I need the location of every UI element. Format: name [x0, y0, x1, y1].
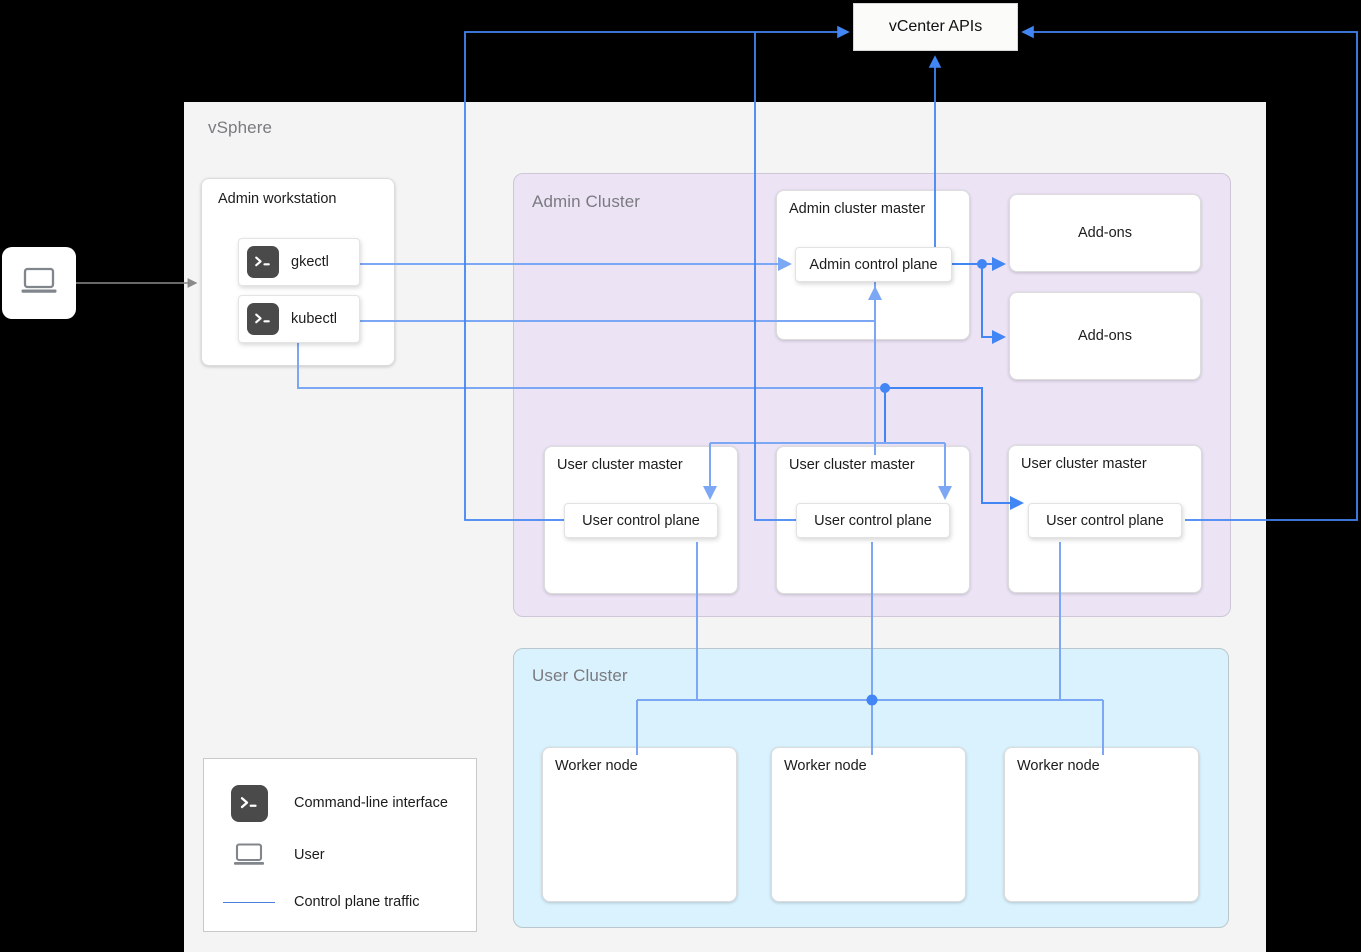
- laptop-icon: [19, 266, 59, 301]
- vcenter-apis-box: vCenter APIs: [853, 3, 1018, 51]
- vcenter-apis-label: vCenter APIs: [888, 18, 983, 35]
- user-cluster-master-title: User cluster master: [1021, 456, 1147, 472]
- terminal-icon: [247, 303, 279, 335]
- worker-node-title: Worker node: [1017, 758, 1100, 774]
- legend-item-traffic-label: Control plane traffic: [294, 894, 420, 910]
- worker-node-title: Worker node: [784, 758, 867, 774]
- worker-node-card-1: Worker node: [542, 747, 737, 902]
- addons-label: Add-ons: [1077, 225, 1132, 241]
- admin-control-plane: Admin control plane: [795, 247, 952, 282]
- admin-cluster-master-title: Admin cluster master: [789, 201, 926, 217]
- user-cluster-label: User Cluster: [532, 666, 628, 685]
- vsphere-label: vSphere: [208, 118, 273, 137]
- user-cluster-master-title: User cluster master: [789, 457, 915, 473]
- cli-gkectl-label: gkectl: [291, 254, 329, 270]
- laptop-icon: [204, 842, 294, 868]
- terminal-icon: [247, 246, 279, 278]
- cli-gkectl[interactable]: gkectl: [238, 238, 360, 286]
- cli-kubectl[interactable]: kubectl: [238, 295, 360, 343]
- user-laptop-node: [2, 247, 76, 319]
- admin-workstation-title: Admin workstation: [218, 191, 337, 207]
- legend-item-user: User: [204, 837, 476, 873]
- user-cluster-master-title: User cluster master: [557, 457, 683, 473]
- legend-box: Command-line interface User Control plan…: [203, 758, 477, 932]
- addons-card-1: Add-ons: [1009, 194, 1201, 272]
- legend-item-traffic: Control plane traffic: [204, 887, 476, 917]
- addons-label: Add-ons: [1077, 328, 1132, 344]
- line-swatch-icon: [204, 901, 294, 903]
- worker-node-card-2: Worker node: [771, 747, 966, 902]
- user-control-plane-3: User control plane: [1028, 503, 1182, 538]
- addons-card-2: Add-ons: [1009, 292, 1201, 380]
- legend-item-cli: Command-line interface: [204, 781, 476, 825]
- worker-node-title: Worker node: [555, 758, 638, 774]
- legend-item-cli-label: Command-line interface: [294, 795, 448, 811]
- admin-cluster-label: Admin Cluster: [532, 192, 641, 211]
- worker-node-card-3: Worker node: [1004, 747, 1199, 902]
- cli-kubectl-label: kubectl: [291, 311, 337, 327]
- user-control-plane-2: User control plane: [796, 503, 950, 538]
- user-control-plane-1: User control plane: [564, 503, 718, 538]
- legend-item-user-label: User: [294, 847, 325, 863]
- terminal-icon: [204, 784, 294, 822]
